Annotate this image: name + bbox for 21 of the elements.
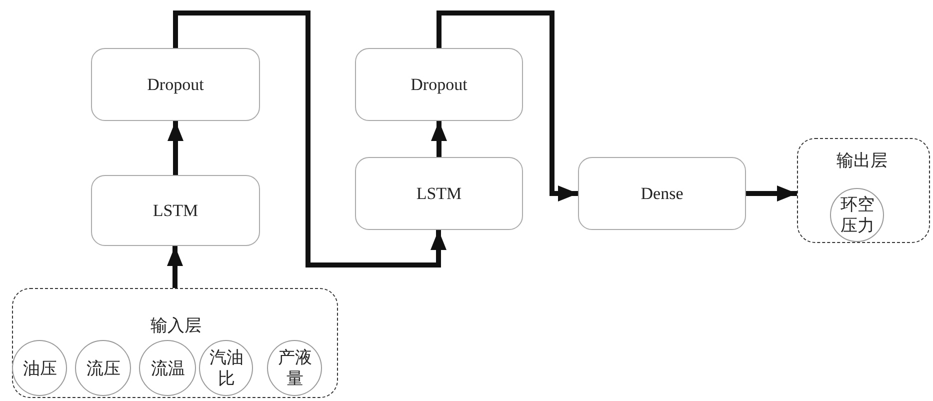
- layer-box: LSTM: [91, 175, 260, 246]
- layer-box: Dense: [578, 157, 746, 230]
- feature-circle: 环空压力: [830, 188, 884, 242]
- group-label: 输出层: [836, 150, 888, 172]
- feature-circle: 流温: [139, 340, 196, 396]
- feature-circle: 汽油比: [199, 340, 254, 396]
- arrow: [436, 10, 578, 202]
- arrow: [746, 186, 797, 202]
- feature-circle: 产液量: [267, 340, 322, 396]
- layer-box: Dropout: [91, 48, 260, 121]
- arrow: [173, 10, 446, 268]
- arrow: [431, 121, 447, 157]
- arrow: [168, 121, 184, 175]
- group-label: 输入层: [150, 315, 202, 337]
- arrow: [167, 246, 183, 288]
- dashed-group-box: [797, 138, 930, 243]
- layer-box: LSTM: [355, 157, 523, 230]
- layer-box: Dropout: [355, 48, 523, 121]
- feature-circle: 油压: [12, 340, 68, 396]
- feature-circle: 流压: [75, 340, 132, 396]
- dashed-group-box: [12, 288, 338, 398]
